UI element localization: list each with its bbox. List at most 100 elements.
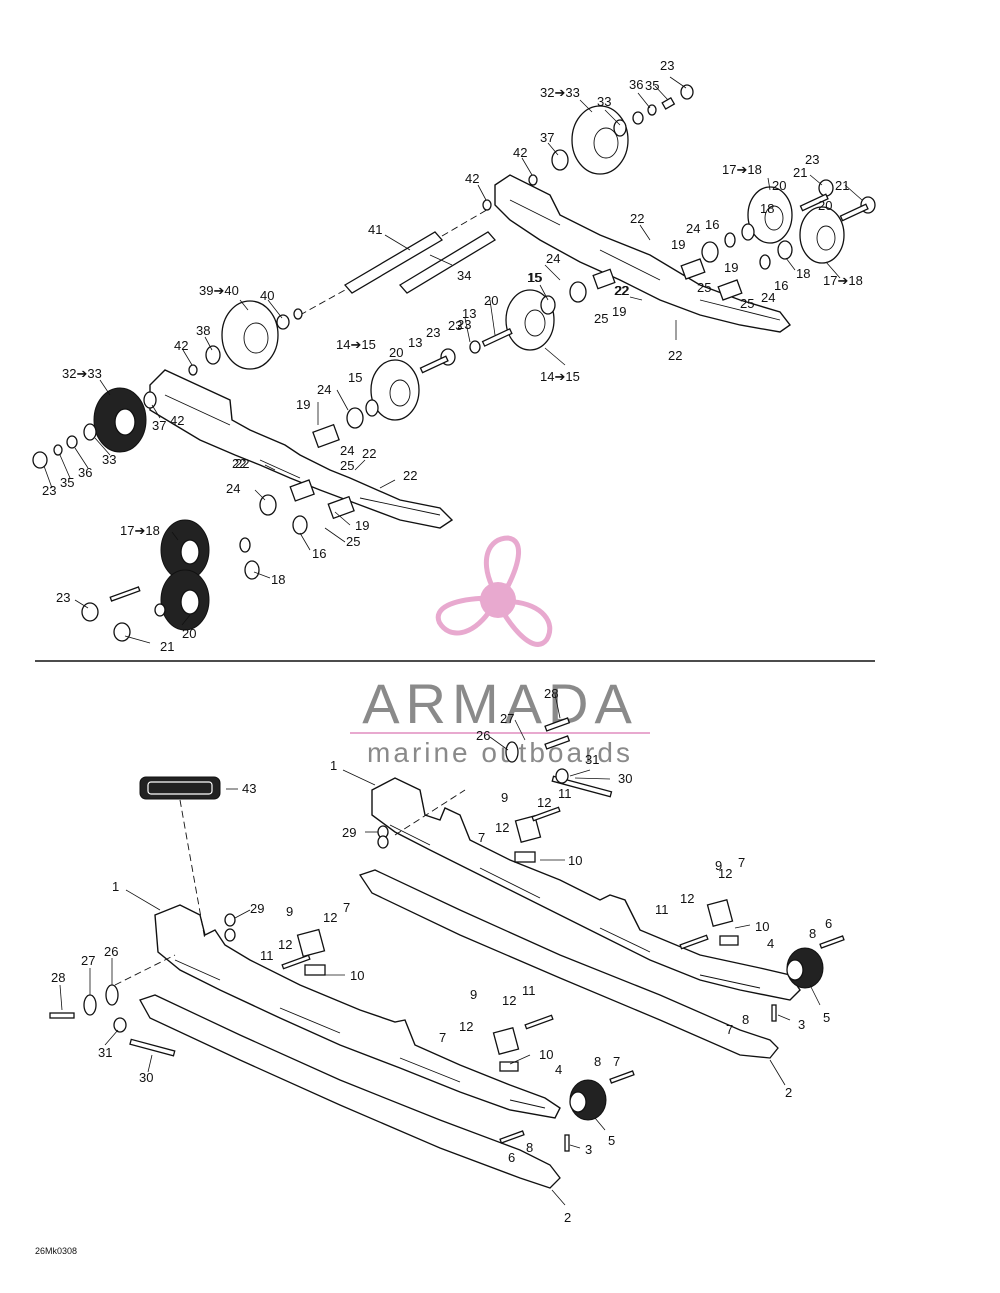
part-label: 31 xyxy=(98,1045,112,1060)
part-label: 23 xyxy=(457,317,471,332)
part-label: 20 xyxy=(818,198,832,213)
part-label: 24 xyxy=(340,443,354,458)
part-label: 15 xyxy=(528,270,542,285)
part-label: 27 xyxy=(81,953,95,968)
part-label: 42 xyxy=(170,413,184,428)
part-label: 37 xyxy=(152,418,166,433)
pivot-blocks xyxy=(289,258,743,520)
part-label: 12 xyxy=(537,795,551,810)
upper-idler-wheel xyxy=(370,359,420,421)
part-label: 22 xyxy=(615,283,629,298)
part-label: 32➔33 xyxy=(62,366,102,381)
part-label: 12 xyxy=(502,993,516,1008)
part-label: 22 xyxy=(235,456,249,471)
part-label: 6 xyxy=(508,1150,515,1165)
part-label: 12 xyxy=(718,866,732,881)
part-label: 12 xyxy=(495,820,509,835)
part-label: 22 xyxy=(362,446,376,461)
part-label: 22 xyxy=(232,456,246,471)
part-label: 7 xyxy=(613,1054,620,1069)
part-label: 12 xyxy=(323,910,337,925)
part-label: 43 xyxy=(242,781,256,796)
upper-idler-wheel xyxy=(160,569,210,631)
part-label: 24 xyxy=(317,382,331,397)
part-label: 15 xyxy=(527,270,541,285)
part-label: 25 xyxy=(346,534,360,549)
part-label: 23 xyxy=(448,318,462,333)
part-label: 20 xyxy=(182,626,196,641)
part-label: 7 xyxy=(726,1022,733,1037)
part-label: 8 xyxy=(526,1140,533,1155)
part-label: 3 xyxy=(798,1017,805,1032)
watermark-brand: ARMADA xyxy=(362,672,638,735)
part-label: 25 xyxy=(697,280,711,295)
part-label: 17➔18 xyxy=(823,273,863,288)
upper-idler-wheel xyxy=(799,206,845,264)
part-label: 2 xyxy=(564,1210,571,1225)
part-label: 21 xyxy=(835,178,849,193)
part-label: 20 xyxy=(389,345,403,360)
part-label: 4 xyxy=(767,936,774,951)
part-label: 28 xyxy=(544,686,558,701)
decal xyxy=(139,776,221,800)
part-label: 21 xyxy=(160,639,174,654)
part-label: 19 xyxy=(296,397,310,412)
part-label: 36 xyxy=(629,77,643,92)
part-label: 22 xyxy=(403,468,417,483)
part-label: 25 xyxy=(740,296,754,311)
part-label: 10 xyxy=(568,853,582,868)
part-label: 18 xyxy=(271,572,285,587)
part-label: 40 xyxy=(260,288,274,303)
upper-idler-wheel xyxy=(747,186,793,244)
part-label: 23 xyxy=(56,590,70,605)
part-label: 29 xyxy=(250,901,264,916)
part-label: 1 xyxy=(112,879,119,894)
part-label: 19 xyxy=(724,260,738,275)
part-label: 9 xyxy=(286,904,293,919)
part-label: 23 xyxy=(42,483,56,498)
part-label: 22 xyxy=(668,348,682,363)
part-label: 42 xyxy=(513,145,527,160)
part-label: 19 xyxy=(355,518,369,533)
part-label: 2 xyxy=(785,1085,792,1100)
part-label: 24 xyxy=(686,221,700,236)
part-label: 19 xyxy=(671,237,685,252)
part-label: 14➔15 xyxy=(336,337,376,352)
part-label: 8 xyxy=(594,1054,601,1069)
lower-part-labels: 28 27 26 31 30 1 43 29 9 12 11 7 12 10 9… xyxy=(51,686,832,1225)
part-label: 13 xyxy=(408,335,422,350)
part-label: 22 xyxy=(614,283,628,298)
part-label: 11 xyxy=(655,902,669,917)
small-hardware xyxy=(32,84,876,642)
part-label: 17➔18 xyxy=(120,523,160,538)
propeller-icon xyxy=(435,535,553,647)
armada-logo: ARMADA marine outboards xyxy=(350,535,650,768)
part-label: 10 xyxy=(350,968,364,983)
part-label: 42 xyxy=(465,171,479,186)
part-label: 10 xyxy=(755,919,769,934)
part-label: 3 xyxy=(585,1142,592,1157)
upper-leader-lines xyxy=(43,76,863,644)
watermark-tagline: marine outboards xyxy=(367,737,633,768)
part-label: 20 xyxy=(772,178,786,193)
part-label: 7 xyxy=(439,1030,446,1045)
part-label: 9 xyxy=(501,790,508,805)
part-label: 32➔33 xyxy=(540,85,580,100)
part-label: 30 xyxy=(618,771,632,786)
part-label: 16 xyxy=(705,217,719,232)
part-label: 12 xyxy=(278,937,292,952)
part-label: 31 xyxy=(585,752,599,767)
part-label: 15 xyxy=(348,370,362,385)
part-label: 8 xyxy=(742,1012,749,1027)
part-label: 11 xyxy=(558,786,572,801)
part-label: 33 xyxy=(597,94,611,109)
part-label: 25 xyxy=(340,458,354,473)
upper-idler-wheel xyxy=(221,300,279,370)
part-label: 30 xyxy=(139,1070,153,1085)
part-label: 23 xyxy=(805,152,819,167)
part-label: 38 xyxy=(196,323,210,338)
upper-idler-wheel xyxy=(93,387,147,453)
part-label: 1 xyxy=(330,758,337,773)
part-label: 33 xyxy=(102,452,116,467)
